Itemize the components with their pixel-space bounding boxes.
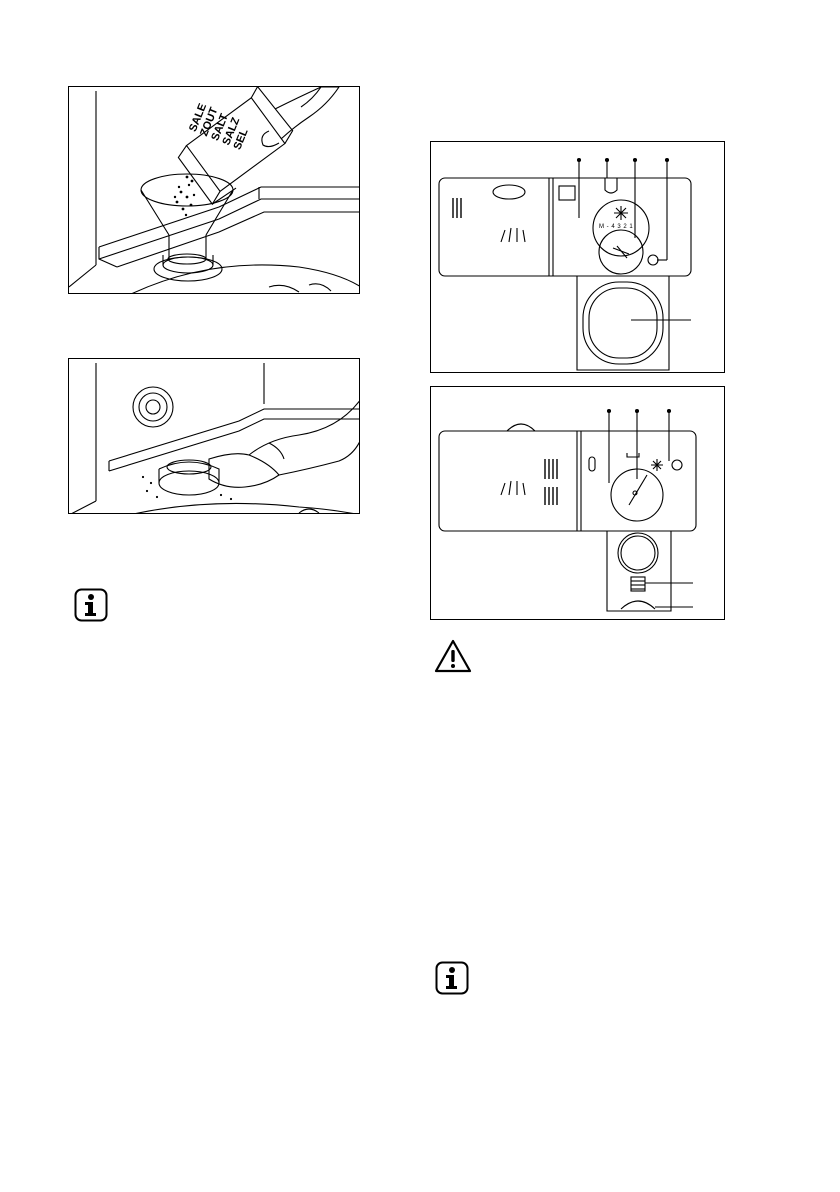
figure-dispenser-type-a: M - 4 3 2 1 — [430, 141, 725, 373]
warning-icon — [433, 638, 473, 674]
figure-dispenser-type-b — [430, 386, 725, 620]
info-icon — [435, 961, 469, 995]
dial-marks: M - 4 3 2 1 — [599, 224, 633, 230]
figure-cleaning-salt-container — [68, 358, 360, 514]
info-icon — [74, 588, 108, 622]
